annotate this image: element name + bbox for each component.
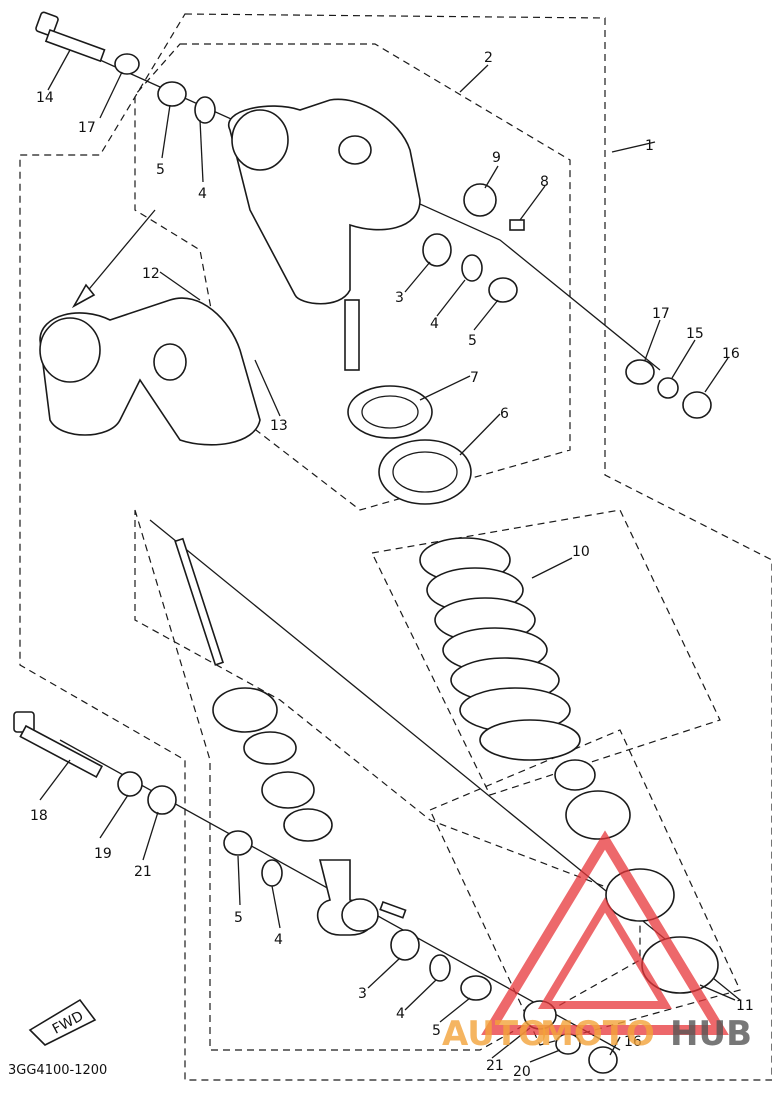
callout-21: 21 [134, 864, 152, 880]
circlip-4-top [194, 96, 216, 124]
callout-7: 7 [470, 370, 479, 386]
assembly-outline-1 [19, 13, 772, 1081]
callout-5: 5 [234, 910, 243, 926]
callout-8: 8 [540, 174, 549, 190]
callout-9: 9 [492, 150, 501, 166]
screw-8 [509, 219, 525, 231]
callout-5: 5 [468, 333, 477, 349]
callout-16: 16 [722, 346, 740, 362]
callout-5: 5 [432, 1023, 441, 1039]
watermark-text-moto: MOTO [540, 1014, 655, 1054]
collar-17-top [114, 53, 140, 75]
leader-lines [39, 49, 736, 1063]
circlip-4-left [261, 859, 283, 887]
bolt-14 [35, 11, 106, 63]
callout-12: 12 [142, 266, 160, 282]
callout-11: 11 [736, 998, 754, 1014]
bearing-5-top [157, 81, 187, 107]
seat-11-b [565, 790, 631, 840]
bushing-3-top [422, 233, 452, 267]
callout-3: 3 [358, 986, 367, 1002]
callout-13: 13 [270, 418, 288, 434]
adjuster-ring-6 [378, 439, 472, 505]
assembly-outline-2 [134, 43, 571, 511]
bearing-5-left [223, 830, 253, 856]
collar-17-right [625, 359, 655, 385]
callout-4: 4 [274, 932, 283, 948]
bearing-5-lower [460, 975, 492, 1001]
bump-stopper [212, 687, 278, 733]
washer-19 [117, 771, 143, 797]
spring-outline [371, 509, 721, 796]
bolt-18 [13, 711, 104, 779]
callout-16: 16 [624, 1034, 642, 1050]
locknut-7 [347, 385, 433, 439]
shock-absorber-body [227, 98, 421, 371]
callout-6: 6 [500, 406, 509, 422]
watermark-text-hub: HUB [670, 1014, 752, 1054]
nut-16-right [682, 391, 712, 419]
callout-20: 20 [513, 1064, 531, 1080]
bearing-5-right [488, 277, 518, 303]
drawing-code: 3GG4100-1200 [8, 1063, 107, 1078]
circlip-4-lower [429, 954, 451, 982]
bearing-lower [261, 771, 315, 809]
seat-11-a [554, 759, 596, 791]
callout-15: 15 [686, 326, 704, 342]
adjuster-gear-9 [463, 183, 497, 217]
direction-arrow [79, 209, 156, 301]
collar-21-left [147, 785, 177, 815]
circlip-4-right [461, 254, 483, 282]
bushing-3-lower [390, 929, 420, 961]
watermark-logo [481, 830, 729, 1035]
fwd-arrow-icon [28, 998, 97, 1046]
pin-lower [379, 900, 407, 919]
nut-16-lower [588, 1046, 618, 1074]
callout-1: 1 [645, 138, 654, 154]
callout-21: 21 [486, 1058, 504, 1074]
callout-10: 10 [572, 544, 590, 560]
callout-17: 17 [652, 306, 670, 322]
bearing-seat [283, 808, 333, 842]
callout-14: 14 [36, 90, 54, 106]
callout-18: 18 [30, 808, 48, 824]
washer-15 [657, 377, 679, 399]
callout-4: 4 [430, 316, 439, 332]
watermark-text-auto: AUTO [442, 1014, 547, 1054]
callout-5: 5 [156, 162, 165, 178]
callout-4: 4 [396, 1006, 405, 1022]
push-rod [174, 537, 224, 666]
lower-clevis [316, 859, 379, 936]
shock-body-alt-12 [39, 297, 261, 446]
spring-10 [419, 537, 581, 761]
bump-rubber [243, 731, 297, 765]
callout-19: 19 [94, 846, 112, 862]
assembly-outline-lower [134, 509, 641, 1051]
callout-3: 3 [395, 290, 404, 306]
callout-2: 2 [484, 50, 493, 66]
callout-4: 4 [198, 186, 207, 202]
watermark-triangle-icon [481, 830, 729, 1035]
callout-17: 17 [78, 120, 96, 136]
